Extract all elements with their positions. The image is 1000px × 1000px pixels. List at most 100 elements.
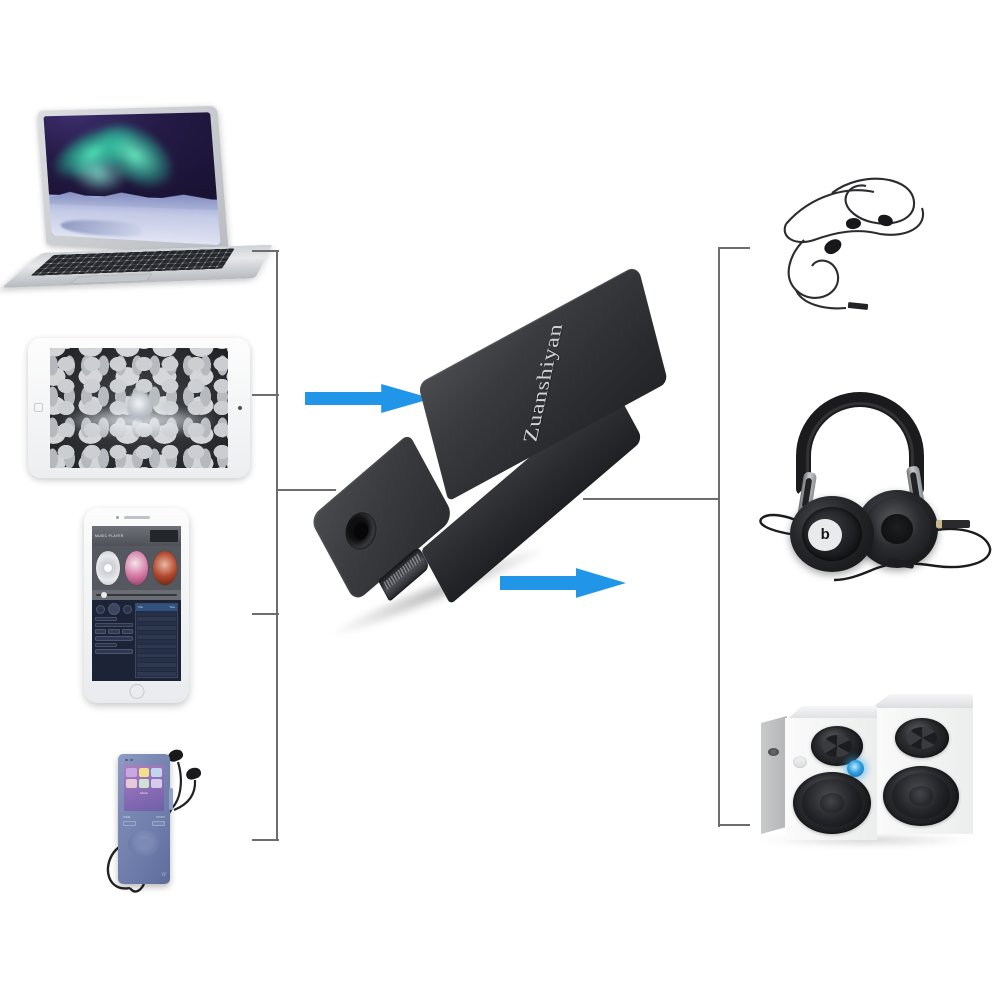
playlist-rows[interactable] [136, 611, 177, 677]
laptop-trackpad [70, 273, 153, 284]
woofer-dustcap [819, 793, 845, 813]
list-item[interactable] [137, 663, 176, 667]
equalizer-bar[interactable] [95, 623, 134, 628]
woofer-driver [793, 772, 871, 834]
volume-bar[interactable] [95, 617, 118, 622]
audio-plug-icon [936, 520, 970, 528]
tweeter-driver [811, 726, 863, 766]
mp3-dpad[interactable] [128, 830, 160, 856]
source-device-smartphone: MUSIC PLAYER [84, 508, 189, 703]
list-item[interactable] [137, 653, 176, 658]
output-bracket-center-stub [583, 498, 720, 501]
tweeter-phase-plug [906, 726, 938, 750]
next-button[interactable] [123, 604, 133, 614]
beats-logo-letter: b [820, 526, 830, 544]
list-item[interactable] [137, 630, 176, 635]
input-bracket-tick-phone [252, 613, 279, 616]
mode-button[interactable] [95, 629, 107, 635]
option-row[interactable] [95, 636, 134, 642]
balance-bar[interactable] [95, 643, 118, 648]
mp3-label-row: HOME OPTION [123, 816, 165, 819]
tablet-screen [50, 348, 228, 468]
mode-button[interactable] [108, 629, 120, 635]
mode-button[interactable] [121, 629, 134, 635]
speaker-bass-port [768, 748, 779, 756]
slider-track [96, 591, 177, 598]
input-bracket-spine [276, 250, 279, 841]
playback-progress-slider[interactable] [92, 589, 181, 601]
laptop-lid [37, 105, 229, 257]
album-cover-row [92, 546, 181, 590]
menu-tile-podcast-icon[interactable] [138, 779, 150, 788]
list-item[interactable] [137, 672, 176, 676]
list-item[interactable] [137, 635, 176, 640]
speaker-right [869, 694, 973, 834]
music-player-search-box[interactable] [149, 530, 178, 542]
music-player-title: MUSIC PLAYER [95, 534, 124, 539]
laptop-screen [43, 112, 221, 246]
previous-button[interactable] [96, 604, 106, 614]
headband-highlight [806, 402, 914, 486]
playlist-panel: Title Time [135, 603, 178, 678]
list-item[interactable] [137, 640, 176, 644]
album-cover[interactable] [96, 550, 121, 586]
tablet-home-button[interactable] [34, 403, 43, 412]
play-button[interactable] [108, 603, 121, 616]
mp3-status-icons [125, 759, 133, 761]
list-item[interactable] [137, 649, 176, 653]
mp3-left-label: HOME [123, 816, 131, 819]
earphone-cable-paths [783, 177, 925, 310]
mp3-option-button[interactable] [152, 821, 165, 826]
mp3-menu-grid[interactable] [126, 768, 162, 788]
menu-tile-settings-icon[interactable] [151, 779, 162, 788]
list-item[interactable] [137, 626, 176, 630]
earcup-pad [863, 497, 931, 561]
phone-camera-icon [116, 516, 119, 519]
laptop-keyboard [29, 248, 235, 277]
input-bracket-tick-tablet [252, 394, 279, 397]
source-device-mp3-player: Music HOME OPTION W [100, 742, 218, 910]
slider-handle[interactable] [100, 591, 107, 598]
mp3-dpad-center-button[interactable] [137, 838, 151, 848]
headphone-earcup-left: b [790, 496, 874, 572]
mp3-side-button[interactable] [169, 788, 173, 810]
output-bracket-tick-earphones [718, 247, 750, 250]
input-bracket-tick-laptop [252, 250, 279, 253]
effects-row[interactable] [95, 649, 134, 655]
speaker-front-baffle [785, 718, 877, 840]
menu-tile-video-icon[interactable] [126, 768, 137, 777]
album-cover[interactable] [124, 550, 149, 586]
tweeter-phase-plug [822, 734, 852, 758]
music-player-header: MUSIC PLAYER [92, 526, 181, 547]
playback-controls-panel [95, 603, 134, 678]
menu-tile-photo-icon[interactable] [126, 779, 137, 788]
laptop-base [1, 244, 273, 288]
input-bracket-tick-mp3 [252, 839, 279, 842]
speaker-left [761, 706, 877, 842]
menu-tile-radio-icon[interactable] [151, 768, 162, 777]
speaker-volume-knob[interactable] [793, 756, 807, 768]
input-bracket-center-stub [276, 489, 336, 492]
list-item[interactable] [137, 658, 176, 663]
phone-home-button[interactable] [129, 684, 144, 699]
list-item[interactable] [137, 644, 176, 649]
woofer-driver [883, 766, 959, 826]
source-device-laptop [1, 105, 273, 308]
list-item[interactable] [137, 612, 176, 616]
speaker-power-led [847, 760, 864, 777]
mp3-back-button[interactable] [123, 821, 136, 826]
woofer-dustcap [908, 786, 934, 806]
product-zuanshiyan-audio-receiver: Zuanshiyan [300, 264, 700, 645]
mp3-menu-label: Music [140, 791, 148, 795]
product-brand-text: Zuanshiyan [517, 323, 568, 443]
list-item[interactable] [137, 667, 176, 672]
list-item[interactable] [137, 616, 176, 621]
album-cover[interactable] [152, 550, 177, 586]
list-item[interactable] [137, 621, 176, 626]
speaker-side-face [761, 716, 787, 834]
mp3-right-label: OPTION [155, 816, 165, 819]
output-device-speakers [755, 688, 980, 847]
output-device-earphones [762, 168, 962, 318]
menu-tile-music-icon[interactable] [138, 768, 150, 777]
